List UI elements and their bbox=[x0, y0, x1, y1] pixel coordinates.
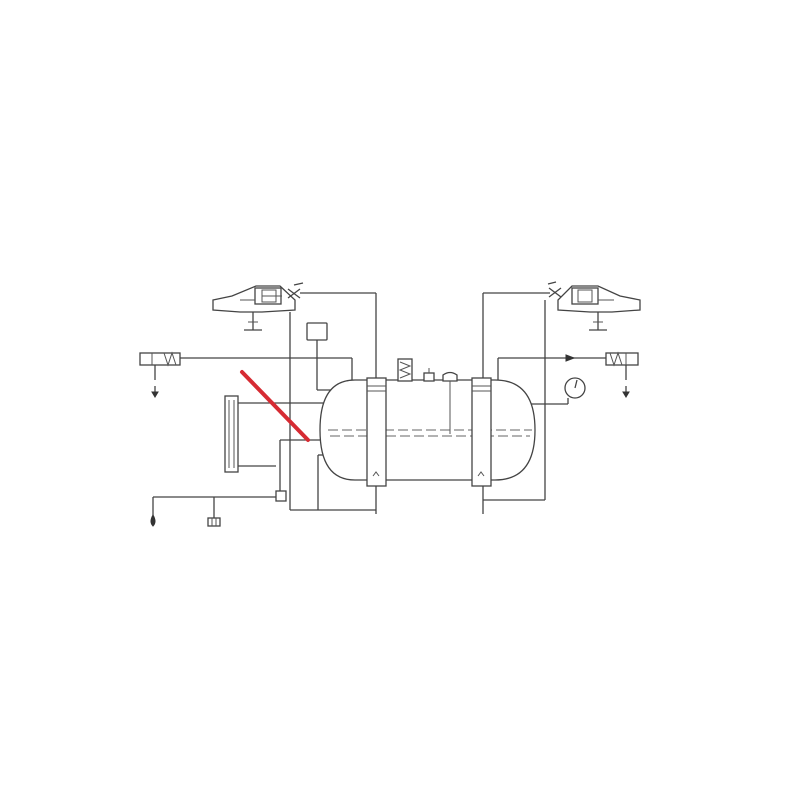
heating-probe-icon bbox=[442, 371, 458, 434]
column-left bbox=[366, 377, 387, 487]
valve-right-icon bbox=[547, 281, 562, 298]
boiler bbox=[319, 379, 536, 481]
group-head-right bbox=[557, 285, 641, 331]
vacuum-valve-icon bbox=[423, 368, 435, 382]
highlight-marker bbox=[240, 370, 310, 442]
drain-icon bbox=[207, 517, 221, 527]
water-drop-icon bbox=[150, 513, 156, 527]
pressure-gauge-icon bbox=[564, 377, 586, 399]
pressure-switch bbox=[306, 322, 328, 341]
valve-left-icon bbox=[287, 282, 304, 299]
group-head-left bbox=[212, 285, 296, 331]
heat-exchanger bbox=[224, 395, 239, 473]
check-valve-icon bbox=[275, 490, 287, 502]
column-right bbox=[471, 377, 492, 487]
solenoid-left-icon bbox=[139, 351, 181, 398]
piping bbox=[152, 292, 608, 518]
solenoid-right-icon bbox=[605, 351, 639, 398]
safety-valve-icon bbox=[397, 358, 413, 382]
